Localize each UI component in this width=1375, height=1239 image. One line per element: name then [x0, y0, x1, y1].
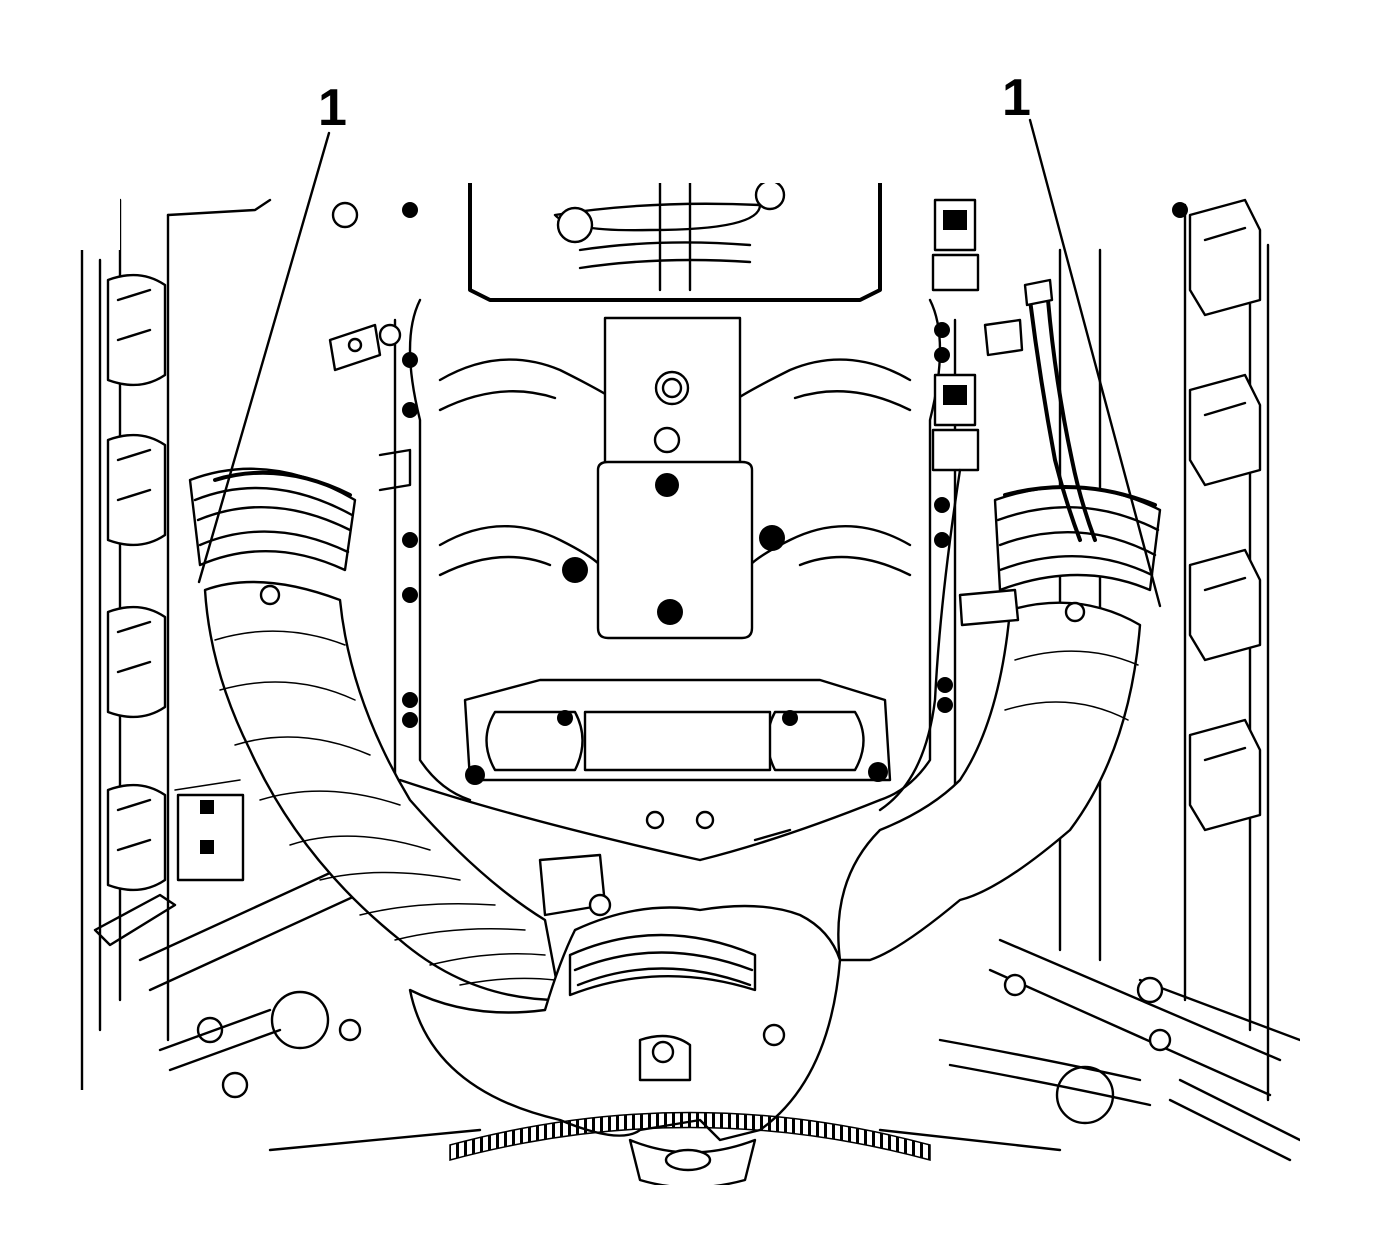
air-inlet-duct-left: [188, 467, 562, 1002]
vent-hose-right: [1023, 278, 1097, 542]
ignition-coil-right-4: [1188, 718, 1262, 832]
injector-connectors-right: [878, 198, 980, 812]
ignition-coil-left-2: [106, 433, 167, 547]
ignition-coil-right-1: [1188, 198, 1262, 317]
intake-manifold: [393, 183, 957, 802]
ignition-coil-left-3: [106, 605, 167, 719]
bracket-right-upper: [958, 318, 1024, 627]
ignition-coil-left-4: [106, 783, 167, 892]
fastener-column-left: [331, 201, 418, 728]
right-cylinder-bank: [988, 198, 1300, 1102]
coil-connector-left: [176, 793, 245, 882]
callout-left: 1: [197, 79, 347, 584]
lower-assemblies: [158, 778, 1300, 1185]
callout-right: 1: [1002, 69, 1162, 608]
left-cylinder-bank: [80, 198, 392, 1092]
callout-right-label: 1: [1002, 69, 1031, 127]
bracket-left-upper: [328, 323, 412, 492]
callout-left-label: 1: [318, 79, 347, 137]
ignition-coil-right-2: [1188, 373, 1262, 487]
ignition-coil-right-3: [1188, 548, 1262, 662]
ignition-coil-left-1: [106, 273, 167, 387]
fastener-column-right: [934, 202, 1188, 713]
